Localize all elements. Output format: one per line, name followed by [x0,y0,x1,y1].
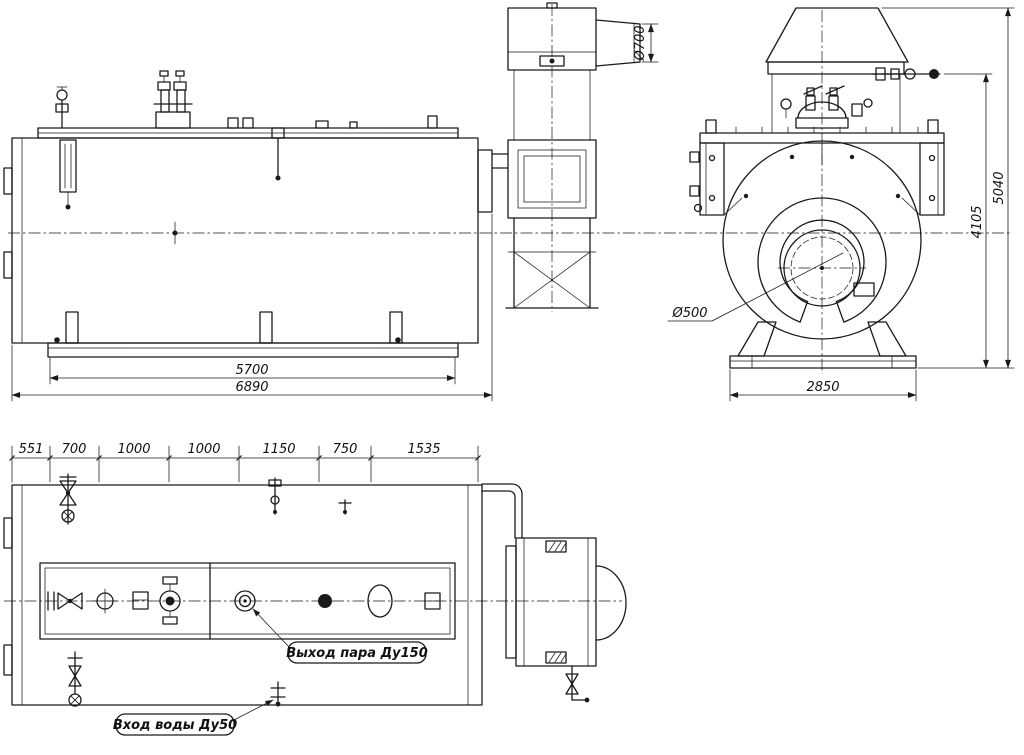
steam-outlet-callout-box [287,641,427,664]
dimension-support-span: 5700 [235,363,268,378]
water-inlet-fitting [270,681,286,707]
plan-bottom-valve [67,651,83,707]
left-top-fitting [55,86,69,129]
chain-dim-2: 700 [62,442,87,457]
side-view [3,70,509,358]
stack-duct [595,19,641,67]
plan-top-valve [59,473,77,525]
top-pipe [271,127,285,181]
centerline-nozzles [92,576,441,625]
plan-top-fitting [268,477,282,515]
front-view [689,7,945,369]
callouts: Выход пара Ду150 Вход воды Ду50 [113,608,428,736]
water-inlet-callout-box [115,713,235,736]
chain-dim-4: 1000 [187,442,220,457]
dome-fittings [780,85,873,129]
stack-view [505,2,641,309]
plan-left-valve [47,591,83,611]
front-legs [729,321,917,369]
feed-valve-front [871,67,941,81]
steam-outlet-label: Выход пара Ду150 [286,646,428,661]
dimension-stack-diameter: Ø700 [633,25,648,61]
dimension-front-opening: Ø500 [671,306,707,321]
centerlines [4,4,1012,602]
steam-outlet-nozzle [234,590,256,612]
chain-dim-6: 750 [333,442,358,457]
chain-dim-7: 1535 [407,442,440,457]
front-opening-flange [783,229,861,307]
boiler-shell-front [722,140,922,340]
dimensions: 5700 6890 Ø700 4105 5040 2850 Ø500 551 7… [9,7,1015,483]
chain-dim-3: 1000 [117,442,150,457]
side-brackets-front [689,142,945,216]
water-inlet-label: Вход воды Ду50 [113,718,237,733]
chain-dim-1: 551 [19,442,44,457]
dimension-shell-height: 4105 [970,205,985,238]
chain-dim-5: 1150 [262,442,295,457]
exhaust-hood [765,7,909,63]
right-piping [481,483,523,539]
dimension-front-width: 2850 [806,380,839,395]
dimension-overall-height: 5040 [992,171,1007,204]
dimension-overall-length: 6890 [235,380,268,395]
water-gauge [59,139,77,210]
burner-unit-plan [505,537,627,703]
plan-small-plug [338,499,352,515]
safety-valves-side [153,70,193,129]
supports-side [47,311,459,358]
plan-view [3,473,627,707]
stack-legs [505,217,599,309]
furnace-front-plate [757,197,887,323]
manhole-oval [367,584,393,618]
